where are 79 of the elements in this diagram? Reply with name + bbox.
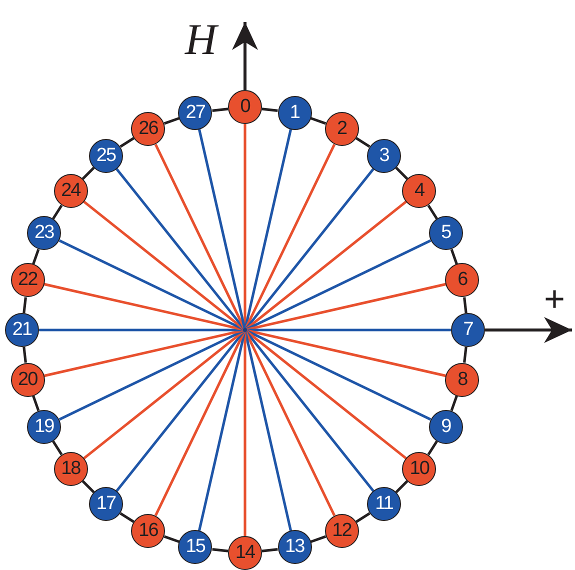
ring-line <box>395 480 408 494</box>
ring-line <box>463 346 468 363</box>
numbered-circle: 6 <box>445 263 480 298</box>
ring-line <box>212 108 228 112</box>
numbered-circle: 20 <box>10 362 45 397</box>
numbered-circle: 3 <box>367 138 402 173</box>
ring-line <box>82 480 95 494</box>
ring-line <box>427 440 438 456</box>
ring-line <box>262 548 278 552</box>
axis-label: H <box>185 14 217 65</box>
numbered-circle: 22 <box>10 263 45 298</box>
spoke-line <box>244 328 432 421</box>
ring-line <box>82 166 95 180</box>
numbered-circle: 4 <box>402 174 436 208</box>
ring-line <box>32 248 40 265</box>
numbered-circle: 13 <box>278 530 312 564</box>
numbered-circle: 19 <box>27 410 62 444</box>
numbered-circle: 14 <box>228 536 262 570</box>
ring-line <box>52 440 63 456</box>
ring-line <box>356 512 370 523</box>
spoke-line <box>245 328 451 332</box>
ring-line <box>212 548 228 552</box>
ring-line <box>22 297 27 314</box>
ring-line <box>356 137 370 148</box>
ring-line <box>22 346 27 363</box>
numbered-circle: 24 <box>54 174 88 208</box>
numbered-circle: 9 <box>428 410 463 444</box>
axis-label: + <box>544 278 566 320</box>
numbered-circle: 5 <box>428 216 463 250</box>
numbered-circle: 11 <box>367 487 402 522</box>
ring-line <box>395 166 408 180</box>
spoke-line <box>58 328 246 421</box>
numbered-circle: 23 <box>27 216 62 250</box>
numbered-circle: 8 <box>445 362 480 397</box>
numbered-circle: 10 <box>402 452 436 486</box>
spoke-line <box>244 239 432 332</box>
numbered-circle: 16 <box>131 514 166 548</box>
ring-line <box>164 535 180 544</box>
numbered-circle: 27 <box>178 96 212 130</box>
numbered-circle: 26 <box>131 112 166 146</box>
ring-line <box>310 116 326 125</box>
ring-line <box>52 204 63 220</box>
spoke-line <box>244 330 292 532</box>
ring-line <box>164 116 180 125</box>
numbered-circle: 2 <box>324 112 359 146</box>
spoke-line <box>154 329 246 516</box>
spoke-line <box>244 282 446 332</box>
spoke-line <box>244 328 407 460</box>
numbered-circle: 17 <box>88 487 123 522</box>
spoke-line <box>198 128 246 330</box>
spoke-line <box>83 200 246 332</box>
numbered-circle: 25 <box>88 138 123 173</box>
ring-line <box>463 297 468 314</box>
numbered-circle: 12 <box>324 514 359 548</box>
ring-line <box>262 108 278 112</box>
ring-line <box>120 137 134 148</box>
numbered-circle: 7 <box>451 313 485 347</box>
spoke-line <box>198 330 246 532</box>
ring-line <box>427 204 438 220</box>
spoke-line <box>116 329 246 492</box>
ring-line <box>450 248 458 265</box>
ring-line <box>450 395 458 412</box>
spoke-line <box>244 330 246 536</box>
numbered-circle: 0 <box>228 90 262 124</box>
ring-line <box>32 395 40 412</box>
spoke-line <box>44 328 246 378</box>
spoke-line <box>154 144 246 331</box>
spoke-line <box>244 328 446 378</box>
center-point <box>243 328 247 332</box>
spoke-line <box>44 282 246 332</box>
spoke-line <box>58 239 246 332</box>
numbered-circle: 18 <box>54 452 88 486</box>
spoke-line <box>244 329 336 516</box>
numbered-circle: 21 <box>5 313 39 347</box>
numbered-circle: 1 <box>278 96 312 130</box>
ring-line <box>120 512 134 523</box>
ring-line <box>310 535 326 544</box>
spoke-line <box>39 328 245 332</box>
numbered-circle: 15 <box>178 530 212 564</box>
